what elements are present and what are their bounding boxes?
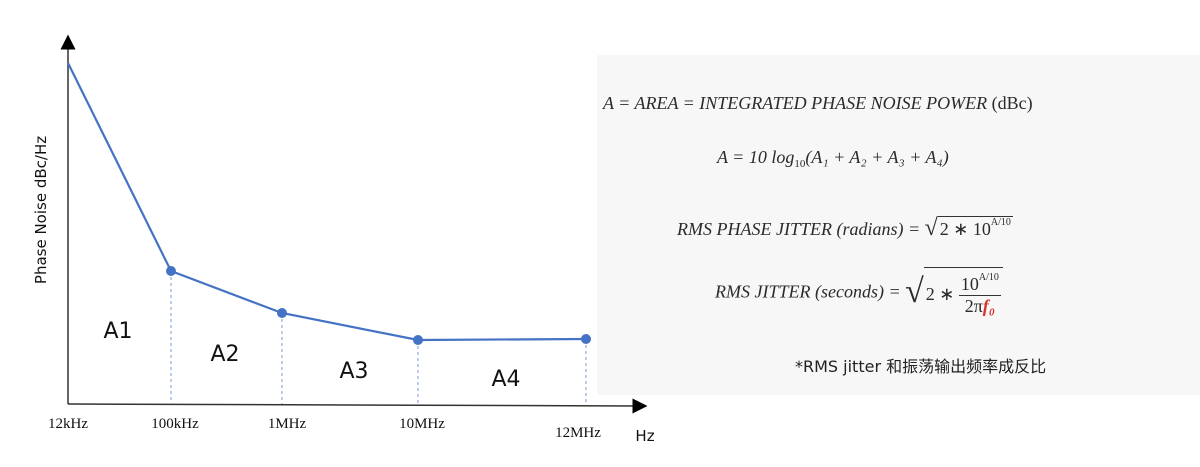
formula-area-text: A = AREA = INTEGRATED PHASE NOISE POWER — [603, 93, 988, 113]
curve-point-12MHz — [581, 334, 591, 344]
footnote: *RMS jitter 和振荡输出频率成反比 — [795, 357, 1047, 376]
x-tick-10mhz: 10MHz — [399, 416, 445, 432]
formula-phase-jitter-lhs: RMS PHASE JITTER (radians) = — [677, 219, 921, 239]
formula-jitter-numerator: 10 — [960, 274, 979, 294]
formula-phase-jitter-exponent: A/10 — [990, 217, 1011, 228]
formula-log-base: 10 — [794, 158, 806, 170]
formula-area-definition: A = AREA = INTEGRATED PHASE NOISE POWER … — [603, 93, 1033, 114]
formula-rms-phase-jitter: RMS PHASE JITTER (radians) = √2 ∗ 10A/10 — [677, 215, 1013, 242]
formula-jitter-frequency: f₀ — [982, 296, 996, 316]
x-tick-1mhz: 1MHz — [268, 416, 307, 432]
x-tick-100khz: 100kHz — [151, 416, 199, 432]
formula-jitter-exponent: A/10 — [978, 272, 999, 283]
area-label-a1: A1 — [103, 319, 132, 344]
x-tick-12mhz: 12MHz — [555, 425, 601, 441]
x-tick-12khz: 12kHz — [48, 416, 88, 432]
formula-area-log: A = 10 log10(A₁ + A₂ + A₃ + A₄) — [717, 147, 949, 170]
curve-point-100kHz — [166, 266, 176, 276]
formula-log-lhs: A = 10 log — [717, 147, 795, 167]
phase-noise-curve — [67, 62, 587, 342]
curve-point-10MHz — [413, 335, 423, 345]
area-label-a2: A2 — [210, 342, 239, 367]
formula-jitter-denominator: 2π — [964, 296, 983, 316]
formula-jitter-coef: 2 ∗ — [925, 284, 955, 304]
x-axis-unit: Hz — [635, 427, 654, 445]
curve-point-1MHz — [277, 308, 287, 318]
formula-jitter-lhs: RMS JITTER (seconds) = — [715, 281, 901, 302]
sqrt-icon: √ — [924, 215, 938, 241]
area-label-a3: A3 — [339, 359, 368, 384]
sqrt-icon: √ — [905, 273, 924, 310]
x-axis — [67, 398, 648, 414]
formula-phase-jitter-radicand: 2 ∗ 10 — [939, 219, 991, 239]
y-axis-label: Phase Noise dBc/Hz — [32, 136, 50, 284]
area-label-a4: A4 — [491, 367, 520, 392]
formula-area-unit: (dBc) — [991, 93, 1033, 113]
phase-noise-diagram: Phase Noise dBc/Hz 12kHz 100kHz 1MHz 10M… — [32, 34, 655, 445]
formula-log-args: (A₁ + A₂ + A₃ + A₄) — [805, 147, 949, 167]
formula-panel: A = AREA = INTEGRATED PHASE NOISE POWER … — [597, 55, 1200, 395]
formula-rms-jitter: RMS JITTER (seconds) = √2 ∗ 10A/10 2πf₀ — [715, 267, 1003, 317]
